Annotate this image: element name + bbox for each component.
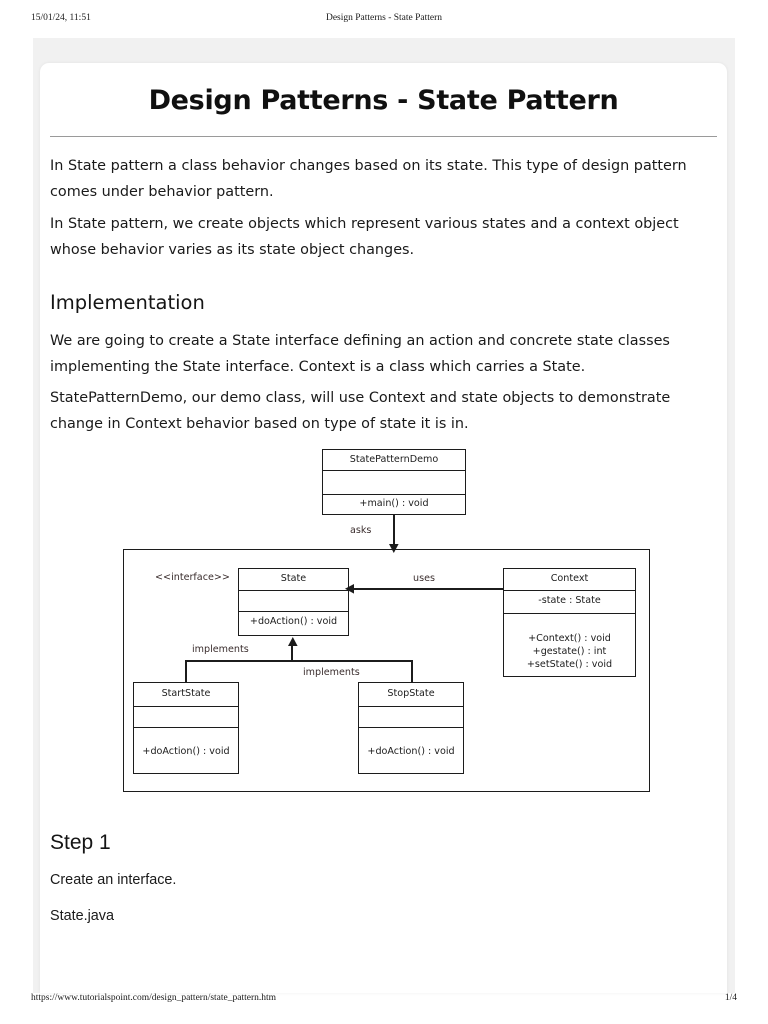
uml-separator xyxy=(134,727,238,728)
uml-relation-label-uses: uses xyxy=(413,573,435,584)
implementation-paragraph-1: We are going to create a State interface… xyxy=(50,333,670,375)
uml-class-start-state: StartState +doAction() : void xyxy=(133,682,239,774)
step-1-heading: Step 1 xyxy=(50,831,111,854)
uml-method-start-state-doaction: +doAction() : void xyxy=(142,746,230,757)
uml-relation-label-asks: asks xyxy=(350,525,372,536)
uml-method-demo-main: +main() : void xyxy=(359,498,429,509)
uml-method-stop-state-doaction: +doAction() : void xyxy=(367,746,455,757)
step-1-text: Create an interface. xyxy=(50,872,177,888)
intro-paragraph-1: In State pattern a class behavior change… xyxy=(50,158,687,200)
uml-implements-bar xyxy=(185,660,413,662)
uml-method-context-setstate: +setState() : void xyxy=(526,659,613,670)
print-footer-url: https://www.tutorialspoint.com/design_pa… xyxy=(31,993,277,1003)
print-header-title: Design Patterns - State Pattern xyxy=(325,13,443,23)
uml-asks-line xyxy=(393,515,395,549)
uml-separator xyxy=(134,706,238,707)
uml-separator xyxy=(323,470,465,471)
uml-uses-line xyxy=(352,588,503,590)
uml-method-context-ctor: +Context() : void xyxy=(528,633,611,644)
uml-class-name-context: Context xyxy=(550,573,589,584)
uml-attribute-context-state: -state : State xyxy=(538,595,601,606)
step-1-filename: State.java xyxy=(50,908,114,924)
title-divider xyxy=(50,136,717,137)
implementation-heading: Implementation xyxy=(50,291,205,314)
uml-separator xyxy=(239,590,348,591)
uml-stereotype-interface: <<interface>> xyxy=(155,572,230,583)
page-title: Design Patterns - State Pattern xyxy=(148,85,619,116)
uml-separator xyxy=(504,590,635,591)
uml-class-context: Context -state : State +Context() : void… xyxy=(503,568,636,677)
uml-separator xyxy=(359,727,463,728)
uml-implements-drop-left xyxy=(185,660,187,682)
uml-implements-drop-right xyxy=(411,660,413,682)
uml-method-context-gestate: +gestate() : int xyxy=(532,646,607,657)
uml-method-state-doaction: +doAction() : void xyxy=(249,616,338,627)
uml-separator xyxy=(239,611,348,612)
uml-class-name-stop-state: StopState xyxy=(387,688,435,699)
uml-package-frame xyxy=(123,549,650,792)
uml-implements-stem xyxy=(291,646,293,662)
print-footer-page-number: 1/4 xyxy=(724,993,737,1003)
implementation-paragraph-2: StatePatternDemo, our demo class, will u… xyxy=(50,390,671,432)
uml-class-stop-state: StopState +doAction() : void xyxy=(358,682,464,774)
uml-separator xyxy=(504,613,635,614)
uml-class-name-demo: StatePatternDemo xyxy=(349,454,439,465)
uml-implements-arrowhead xyxy=(288,637,298,646)
uml-class-state-pattern-demo: StatePatternDemo +main() : void xyxy=(322,449,466,515)
uml-class-state: State +doAction() : void xyxy=(238,568,349,636)
content-card: Design Patterns - State Pattern In State… xyxy=(40,63,727,993)
uml-uses-arrowhead xyxy=(345,584,354,594)
print-header-date: 15/01/24, 11:51 xyxy=(31,13,91,23)
print-footer: https://www.tutorialspoint.com/design_pa… xyxy=(0,993,768,1009)
print-header: 15/01/24, 11:51 Design Patterns - State … xyxy=(0,13,768,29)
uml-separator xyxy=(323,494,465,495)
intro-paragraph-2: In State pattern, we create objects whic… xyxy=(50,216,679,258)
uml-separator xyxy=(359,706,463,707)
uml-class-name-state: State xyxy=(280,573,307,584)
uml-relation-label-implements-left: implements xyxy=(192,644,249,655)
uml-asks-arrowhead xyxy=(389,544,399,553)
uml-relation-label-implements-right: implements xyxy=(303,667,360,678)
uml-class-name-start-state: StartState xyxy=(161,688,211,699)
